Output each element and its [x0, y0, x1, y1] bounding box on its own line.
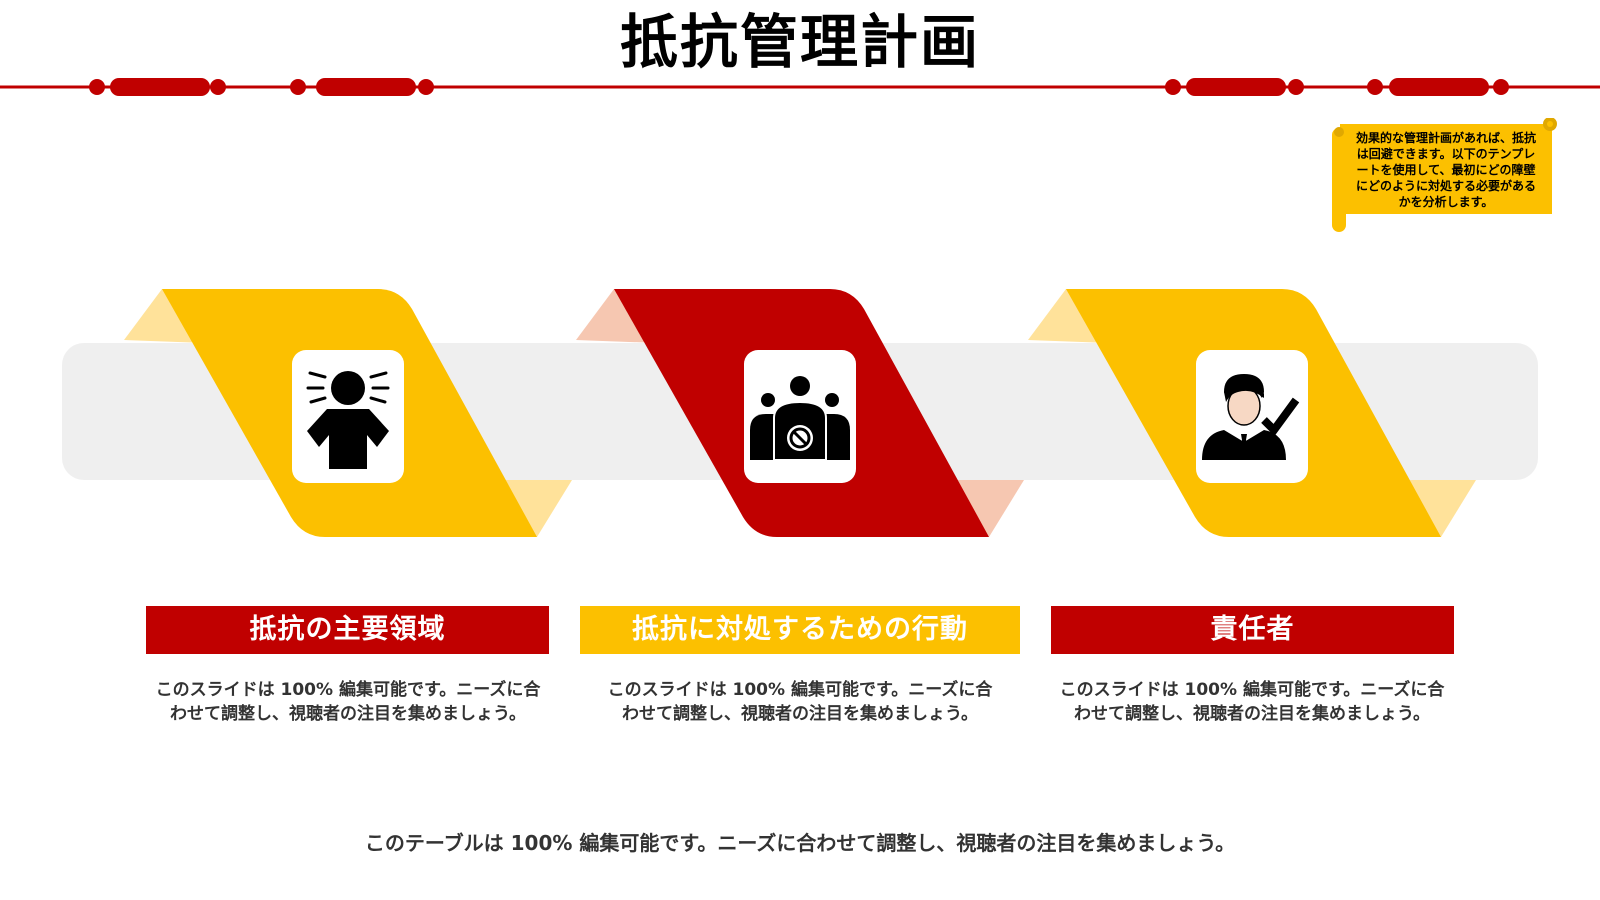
- group-prohibited-icon: [750, 375, 850, 460]
- responsible-person-check-icon: [1202, 373, 1300, 460]
- footer-note: このテーブルは 100% 編集可能です。ニーズに合わせて調整し、視聴者の注目を集…: [364, 831, 1236, 855]
- item-description-1: このスライドは 100% 編集可能です。ニーズに合わせて調整し、視聴者の注目を集…: [155, 680, 541, 724]
- scroll-note-shape: [1332, 118, 1557, 232]
- page-title: 抵抗管理計画: [619, 8, 980, 76]
- item-label-2: 抵抗に対処するための行動: [580, 606, 1020, 654]
- scroll-note-text: 効果的な管理計画があれば、抵抗は回避できます。以下のテンプレートを使用して、最初…: [1356, 131, 1537, 209]
- item-label-3: 責任者: [1051, 606, 1454, 654]
- icon-card-1: [292, 350, 404, 483]
- item-description-3: このスライドは 100% 編集可能です。ニーズに合わせて調整し、視聴者の注目を集…: [1059, 680, 1445, 724]
- frustrated-person-icon: [306, 370, 390, 469]
- icon-card-3: [1196, 350, 1308, 483]
- item-label-1: 抵抗の主要領域: [146, 606, 549, 654]
- icon-card-2: [744, 350, 856, 483]
- decorative-divider: [0, 78, 1600, 96]
- item-description-2: このスライドは 100% 編集可能です。ニーズに合わせて調整し、視聴者の注目を集…: [607, 680, 993, 724]
